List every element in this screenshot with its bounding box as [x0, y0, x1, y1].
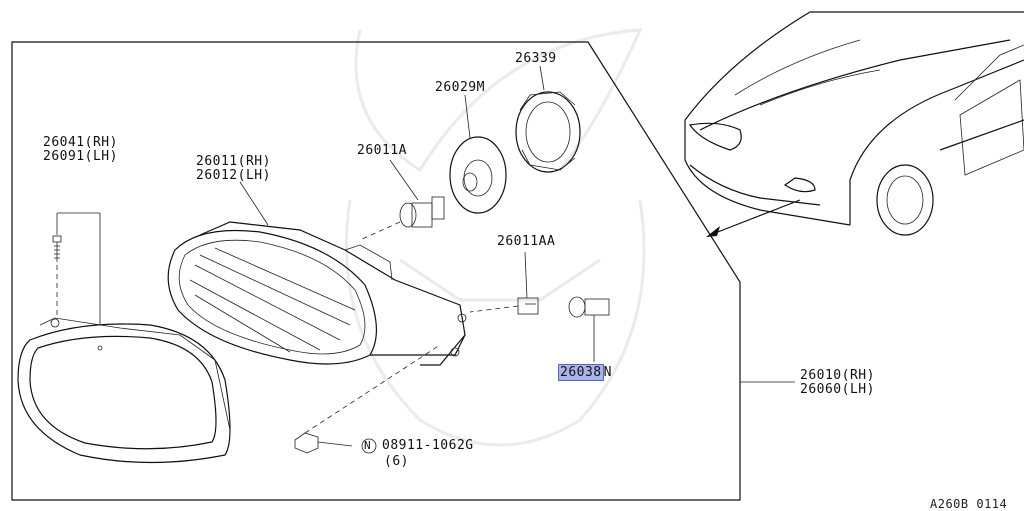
bulb-label: 26011A — [357, 143, 407, 158]
location-arrow — [709, 199, 801, 236]
bulb-cover-leader — [464, 94, 471, 139]
headlamp-drawing — [167, 221, 467, 366]
seal-ring-drawing — [515, 91, 581, 173]
assembly-frame — [11, 41, 741, 501]
bulb-cover-label: 26029M — [435, 80, 485, 95]
side-bulb-suffix: N — [603, 365, 612, 380]
side-bulb-highlight[interactable]: 26038 — [558, 364, 604, 381]
bezel-label: 26041(RH) 26091(LH) — [43, 135, 118, 164]
watermark-emblem — [344, 28, 646, 447]
seal-ring-label: 26339 — [515, 51, 557, 66]
bulb-drawing — [399, 196, 445, 228]
nut-drawing — [294, 432, 319, 454]
car-outline — [684, 11, 1024, 236]
nut-symbol-circle — [361, 438, 377, 454]
diagram-code: A260B 0114 — [930, 497, 1008, 511]
seal-ring-leader — [539, 65, 545, 91]
location-arrow-head — [706, 226, 720, 237]
assembly-label: 26010(RH) 26060(LH) — [800, 368, 875, 397]
side-bulb-drawing — [568, 296, 610, 318]
screw-drawing — [52, 235, 62, 262]
bulb-leader — [389, 159, 419, 201]
socket-leader — [524, 251, 528, 299]
nut-leader — [317, 441, 353, 447]
headlamp-leader — [239, 181, 269, 226]
nut-symbol: N — [364, 439, 372, 452]
socket-label: 26011AA — [497, 234, 556, 249]
headlamp-housing-label: 26011(RH) 26012(LH) — [196, 154, 271, 183]
bezel-drawing — [17, 317, 231, 464]
nut-part-label: 08911-1062G — [382, 438, 474, 453]
bulb-cover-drawing — [449, 136, 507, 214]
nut-qty-label: (6) — [384, 454, 409, 469]
